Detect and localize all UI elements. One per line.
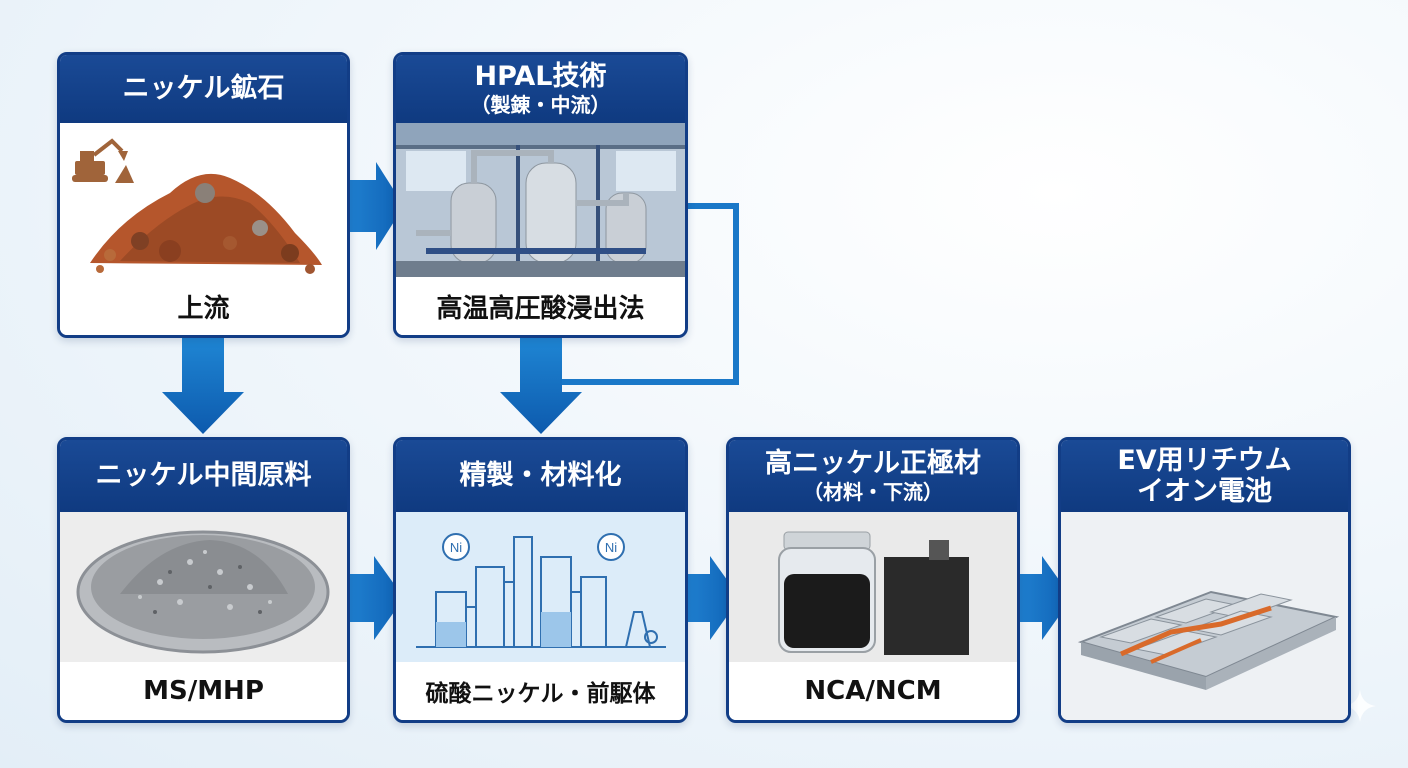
card-header: 高ニッケル正極材 （材料・下流） [729, 440, 1017, 512]
card-footer: NCA/NCM [729, 662, 1017, 720]
hpal-plant-image [396, 123, 685, 277]
card-header: 精製・材料化 [396, 440, 685, 512]
card-title: 高ニッケル正極材 [765, 448, 981, 479]
cathode-material-image [729, 512, 1017, 662]
ore-image [60, 123, 347, 277]
card-header: ニッケル中間原料 [60, 440, 347, 512]
card-refining: 精製・材料化 [393, 437, 688, 723]
card-header: HPAL技術 （製錬・中流） [396, 55, 685, 123]
card-footer: 高温高圧酸浸出法 [396, 277, 685, 335]
card-footer: MS/MHP [60, 662, 347, 720]
card-subtitle: （材料・下流） [803, 480, 943, 504]
ni-element-icon: Ni [443, 534, 469, 560]
card-title: HPAL技術 [474, 61, 606, 92]
card-nickel-ore: ニッケル鉱石 [57, 52, 350, 338]
refining-illustration: Ni Ni [396, 512, 685, 662]
card-footer: 上流 [60, 277, 347, 335]
ev-battery-image [1061, 512, 1348, 720]
card-hpal: HPAL技術 （製錬・中流） 高温高圧酸浸出法 [393, 52, 688, 338]
arrow-icon [162, 338, 244, 434]
card-ev-battery: EV用リチウム イオン電池 [1058, 437, 1351, 723]
card-title: ニッケル鉱石 [123, 73, 285, 104]
card-footer: 硫酸ニッケル・前駆体 [396, 662, 685, 720]
card-header: EV用リチウム イオン電池 [1061, 440, 1348, 512]
card-cathode: 高ニッケル正極材 （材料・下流） NCA/NCM [726, 437, 1020, 723]
mhp-powder-image [60, 512, 347, 662]
ni-badge-text: Ni [450, 540, 462, 555]
arrow-icon [500, 338, 582, 434]
card-title: 精製・材料化 [460, 460, 622, 491]
ni-badge-text: Ni [605, 540, 617, 555]
card-title-line2: イオン電池 [1137, 476, 1272, 507]
ni-element-icon: Ni [598, 534, 624, 560]
card-title: ニッケル中間原料 [96, 460, 312, 491]
card-header: ニッケル鉱石 [60, 55, 347, 123]
card-title: EV用リチウム [1117, 445, 1291, 476]
card-nickel-intermediate: ニッケル中間原料 MS/MHP [57, 437, 350, 723]
card-subtitle: （製錬・中流） [471, 93, 611, 117]
